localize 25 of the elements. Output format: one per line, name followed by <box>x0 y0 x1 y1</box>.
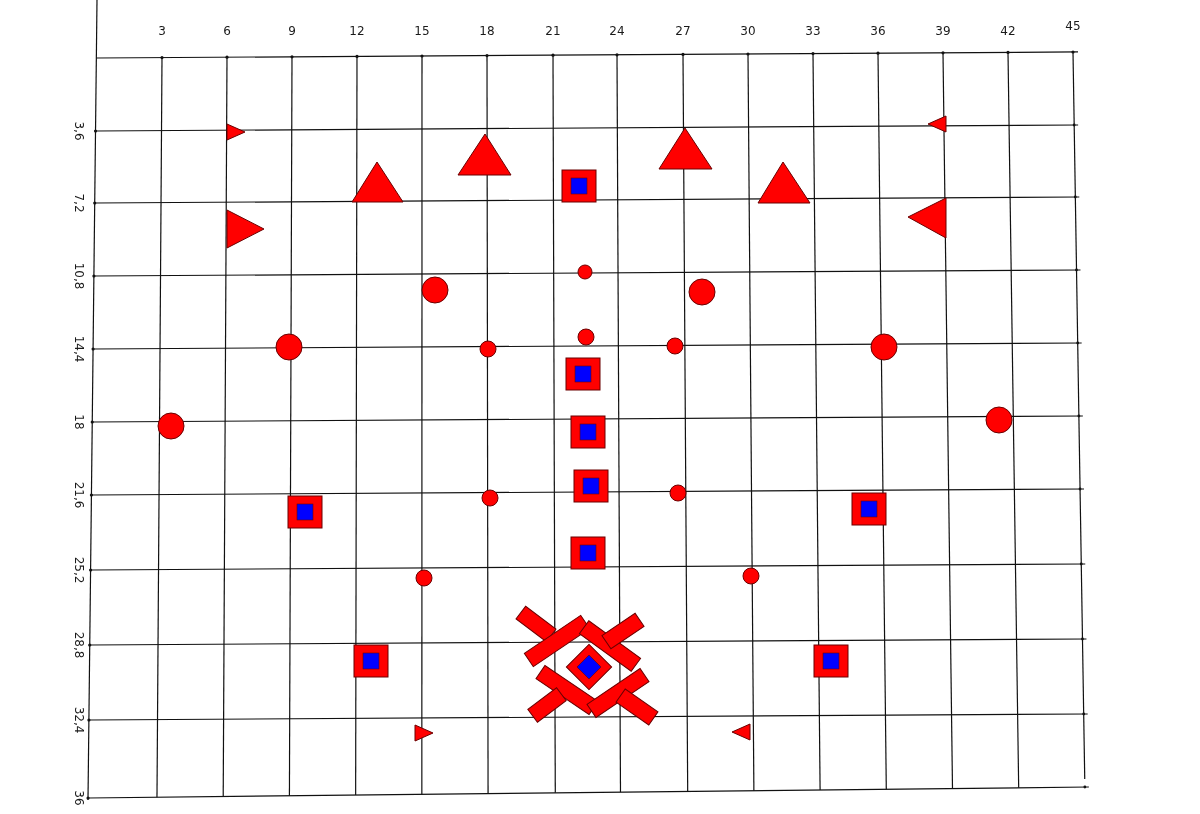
y-axis-tick-label: 32,4 <box>72 706 86 734</box>
x-axis-tick-label: 27 <box>675 24 691 38</box>
x-axis-tick-label: 12 <box>349 24 365 38</box>
y-axis-tick-label: 28,8 <box>72 631 86 659</box>
x-axis-tick-label: 21 <box>545 24 561 38</box>
x-axis-tick-label: 15 <box>414 24 430 38</box>
y-axis-tick-label: 18 <box>72 414 86 430</box>
x-axis-tick-label: 6 <box>223 24 231 38</box>
y-axis-tick-label: 14,4 <box>72 335 86 363</box>
x-axis-tick-label: 18 <box>479 24 495 38</box>
x-axis-tick-label: 3 <box>158 24 166 38</box>
x-axis-tick-label: 24 <box>609 24 625 38</box>
y-axis-tick-label: 3,6 <box>72 121 86 141</box>
x-axis-tick-label: 42 <box>1000 24 1016 38</box>
y-axis-tick-label: 10,8 <box>72 262 86 290</box>
x-axis-tick-label: 39 <box>935 24 951 38</box>
x-axis-tick-label: 9 <box>288 24 296 38</box>
x-axis-tick-label: 45 <box>1065 19 1081 33</box>
y-axis-tick-label: 36 <box>72 790 86 806</box>
y-axis-tick-label: 21,6 <box>72 481 86 509</box>
y-axis-tick-label: 7,2 <box>72 193 86 213</box>
x-axis-tick-label: 30 <box>740 24 756 38</box>
x-axis-tick-label: 33 <box>805 24 821 38</box>
y-axis-tick-label: 25,2 <box>72 556 86 584</box>
x-axis-tick-label: 36 <box>870 24 886 38</box>
